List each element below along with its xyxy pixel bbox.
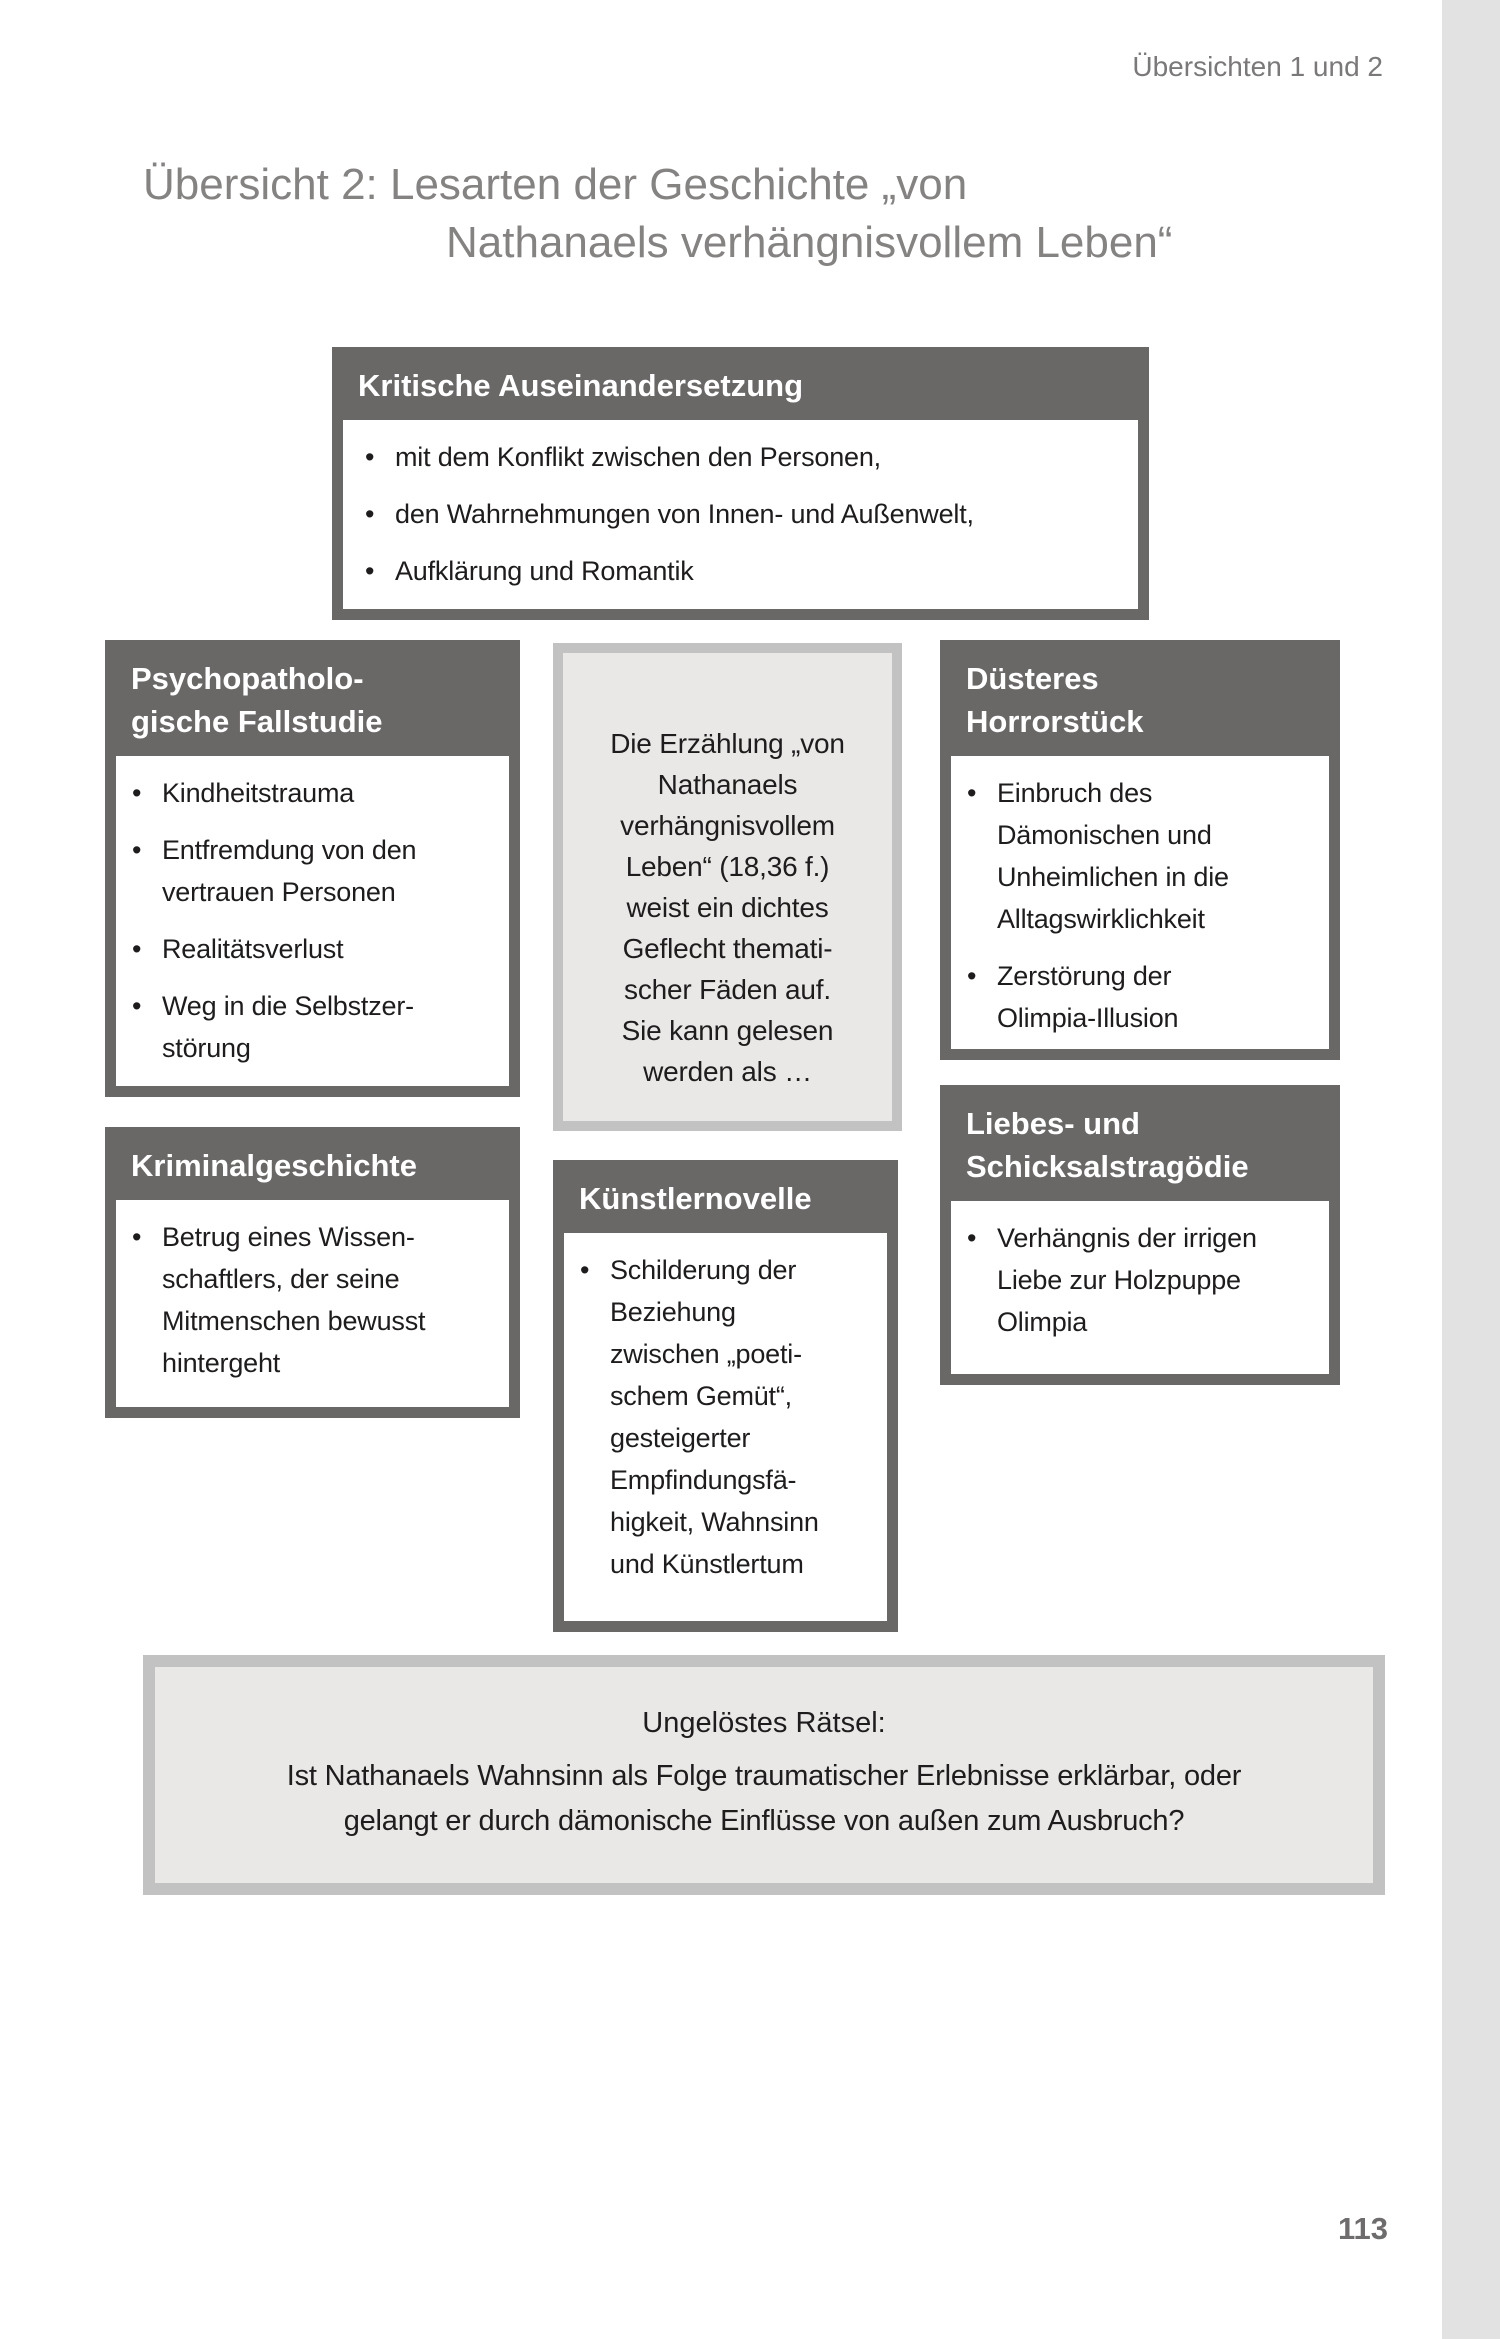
bullet-item: Realitätsverlust xyxy=(132,928,499,970)
bullet-text: Betrug eines Wissen- schaftlers, der sei… xyxy=(162,1222,426,1378)
bullet-dot xyxy=(132,985,162,1027)
box-psychopathologische-fallstudie: Psychopatholo- gische Fallstudie Kindhei… xyxy=(105,640,520,1097)
bullet-text: Verhängnis der irrigen Liebe zur Holzpup… xyxy=(997,1223,1257,1337)
bullet-list: Einbruch des Dämonischen und Unheimliche… xyxy=(951,756,1329,1049)
bullet-item: mit dem Konflikt zwischen den Personen, xyxy=(365,436,1128,478)
page-title-line1: Übersicht 2: Lesarten der Geschichte „vo… xyxy=(143,160,968,209)
box-title: Liebes- und Schicksalstragödie xyxy=(966,1106,1249,1184)
bullet-item: Weg in die Selbstzer- störung xyxy=(132,985,499,1069)
bullet-item: Einbruch des Dämonischen und Unheimliche… xyxy=(967,772,1319,940)
bullet-list: mit dem Konflikt zwischen den Personen, … xyxy=(343,420,1138,609)
bullet-item: Entfremdung von den vertrauen Personen xyxy=(132,829,499,913)
bullet-text: den Wahrnehmungen von Innen- und Außenwe… xyxy=(395,499,974,529)
box-kriminalgeschichte: Kriminalgeschichte Betrug eines Wissen- … xyxy=(105,1127,520,1418)
riddle-text: Ist Nathanaels Wahnsinn als Folge trauma… xyxy=(286,1760,1242,1837)
bullet-item: Schilderung der Beziehung zwischen „poet… xyxy=(580,1249,877,1585)
bullet-item: Betrug eines Wissen- schaftlers, der sei… xyxy=(132,1216,499,1384)
bullet-text: Entfremdung von den vertrauen Personen xyxy=(162,835,417,907)
box-title: Düsteres Horrorstück xyxy=(966,661,1144,739)
box-title: Kritische Auseinandersetzung xyxy=(358,368,804,403)
bullet-dot xyxy=(580,1249,610,1291)
bullet-list: Betrug eines Wissen- schaftlers, der sei… xyxy=(116,1200,509,1407)
bullet-item: Zerstörung der Olimpia-Illusion xyxy=(967,955,1319,1039)
bullet-item: Verhängnis der irrigen Liebe zur Holzpup… xyxy=(967,1217,1319,1343)
bullet-text: Zerstörung der Olimpia-Illusion xyxy=(997,961,1179,1033)
bullet-dot xyxy=(132,1216,162,1258)
bullet-dot xyxy=(365,550,395,592)
bullet-item: Kindheitstrauma xyxy=(132,772,499,814)
box-kritische-auseinandersetzung: Kritische Auseinandersetzung mit dem Kon… xyxy=(332,347,1149,620)
bullet-text: Schilderung der Beziehung zwischen „poet… xyxy=(610,1255,819,1579)
box-liebes-schicksalstragoedie: Liebes- und Schicksalstragödie Verhängni… xyxy=(940,1085,1340,1385)
bullet-dot xyxy=(365,436,395,478)
bullet-text: Kindheitstrauma xyxy=(162,778,355,808)
bullet-list: Schilderung der Beziehung zwischen „poet… xyxy=(564,1233,887,1621)
bullet-dot xyxy=(132,772,162,814)
box-title: Kriminalgeschichte xyxy=(131,1148,417,1183)
bullet-item: Aufklärung und Romantik xyxy=(365,550,1128,592)
note-text: Die Erzählung „von Nathanaels verhängnis… xyxy=(610,727,845,1087)
bullet-item: den Wahrnehmungen von Innen- und Außenwe… xyxy=(365,493,1128,535)
right-margin-strip xyxy=(1442,0,1500,2339)
bullet-text: Einbruch des Dämonischen und Unheimliche… xyxy=(997,778,1229,934)
box-title: Künstlernovelle xyxy=(579,1181,812,1216)
bullet-text: Realitätsverlust xyxy=(162,934,344,964)
box-kuenstlernovelle: Künstlernovelle Schilderung der Beziehun… xyxy=(553,1160,898,1632)
box-erzaehlung-note: Die Erzählung „von Nathanaels verhängnis… xyxy=(553,643,902,1131)
bullet-dot xyxy=(967,772,997,814)
bullet-list: Kindheitstrauma Entfremdung von den vert… xyxy=(116,756,509,1086)
bullet-dot xyxy=(967,1217,997,1259)
box-duesteres-horrorstueck: Düsteres Horrorstück Einbruch des Dämoni… xyxy=(940,640,1340,1060)
box-title: Psychopatholo- gische Fallstudie xyxy=(131,661,383,739)
riddle-title: Ungelöstes Rätsel: xyxy=(642,1707,886,1739)
bullet-text: mit dem Konflikt zwischen den Personen, xyxy=(395,442,881,472)
bullet-dot xyxy=(967,955,997,997)
bullet-dot xyxy=(132,829,162,871)
box-ungeloestes-raetsel: Ungelöstes Rätsel: Ist Nathanaels Wahnsi… xyxy=(143,1655,1385,1895)
page-title-line2: Nathanaels verhängnisvollem Leben“ xyxy=(446,218,1173,267)
page-number: 113 xyxy=(1337,2211,1388,2246)
bullet-list: Verhängnis der irrigen Liebe zur Holzpup… xyxy=(951,1201,1329,1374)
bullet-text: Weg in die Selbstzer- störung xyxy=(162,991,414,1063)
page-title: Übersicht 2: Lesarten der Geschichte „vo… xyxy=(143,156,1172,272)
bullet-dot xyxy=(132,928,162,970)
bullet-text: Aufklärung und Romantik xyxy=(395,556,694,586)
running-header: Übersichten 1 und 2 xyxy=(1132,51,1383,82)
bullet-dot xyxy=(365,493,395,535)
